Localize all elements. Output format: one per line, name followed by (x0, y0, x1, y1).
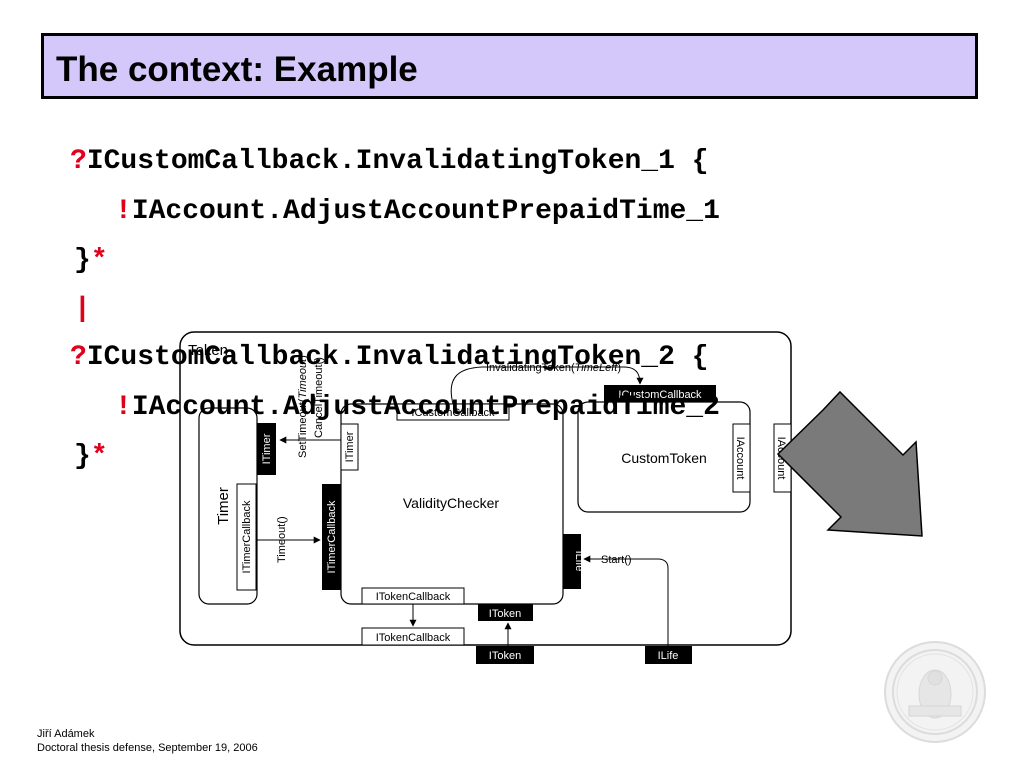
code-text: ICustomCallback.InvalidatingToken_2 { (86, 342, 709, 373)
custom-token-label: CustomToken (621, 450, 707, 466)
vc-itimercallback-port-label: ITimerCallback (326, 500, 338, 573)
code-line-6: !IAccount.AdjustAccountPrepaidTime_2 (115, 392, 720, 424)
code-text: IAccount.AdjustAccountPrepaidTime_2 (131, 392, 720, 423)
canceltimeout-label: CancelTimeout() (313, 357, 325, 438)
vc-icustomcallback-port-label: ICustomCallback (411, 407, 495, 419)
required-marker: ! (115, 196, 132, 227)
timeout-label: Timeout() (276, 516, 288, 563)
settimeout-label: SetTimeout(Timeout) (297, 355, 309, 458)
code-line-5: ?ICustomCallback.InvalidatingToken_2 { (70, 342, 709, 374)
code-line-3: }* (74, 245, 108, 277)
down-right-arrow-icon (776, 390, 923, 537)
university-seal-icon (884, 641, 986, 743)
code-line-1: ?ICustomCallback.InvalidatingToken_1 { (70, 146, 709, 178)
timer-itimercallback-port (236, 483, 257, 591)
vc-ilife-port (563, 534, 581, 589)
start-connector (583, 555, 669, 646)
outer-itokencallback-port (361, 627, 465, 646)
ct-iaccount-port (732, 423, 751, 493)
code-line-4: | (74, 294, 91, 326)
footer-event: Doctoral thesis defense, September 19, 2… (37, 742, 258, 754)
outer-itoken-port-label: IToken (489, 650, 521, 662)
code-text: ICustomCallback.InvalidatingToken_1 { (86, 146, 709, 177)
outer-ilife-port (645, 646, 692, 664)
optional-marker: ? (70, 342, 87, 373)
start-label: Start() (601, 554, 632, 566)
code-text: } (74, 441, 91, 472)
title-bar: The context: Example (41, 33, 978, 99)
invalidating-label: InvalidatingToken(TimeLeft) (486, 362, 621, 374)
page-title: The context: Example (56, 50, 418, 89)
code-text: IAccount.AdjustAccountPrepaidTime_1 (131, 196, 720, 227)
vc-itokencallback-port-label: ITokenCallback (376, 591, 451, 603)
outer-itokencallback-port-label: ITokenCallback (376, 632, 451, 644)
vc-ilife-port-label: ILife (573, 551, 585, 572)
vc-itimer-port-label: ITimer (344, 431, 356, 462)
vc-itimer-port (340, 423, 359, 471)
ct-icustomcallback-port (604, 385, 716, 402)
invalidating-connector (450, 366, 644, 405)
vc-itoken-port (478, 604, 533, 621)
code-text: } (74, 245, 91, 276)
repeat-marker: * (90, 441, 108, 472)
timer-itimer-port-label: ITimer (261, 433, 273, 464)
optional-marker: ? (70, 146, 87, 177)
timer-itimer-port (257, 423, 276, 475)
ct-iaccount-port-label: IAccount (734, 437, 746, 480)
validity-checker-label: ValidityChecker (403, 495, 500, 511)
repeat-marker: * (90, 245, 108, 276)
code-line-7: }* (74, 441, 108, 473)
vc-itimercallback-port (322, 484, 341, 590)
vc-itoken-port-label: IToken (489, 608, 521, 620)
required-marker: ! (115, 392, 132, 423)
timer-itimercallback-port-label: ITimerCallback (241, 500, 253, 573)
footer-author: Jiří Adámek (37, 728, 95, 740)
outer-itoken-port (476, 646, 534, 664)
outer-ilife-port-label: ILife (658, 650, 679, 662)
code-line-2: !IAccount.AdjustAccountPrepaidTime_1 (115, 196, 720, 228)
token-container-label: Token (188, 342, 228, 359)
timer-label: Timer (215, 487, 232, 525)
alternative-marker: | (74, 294, 91, 325)
ct-icustomcallback-port-label: ICustomCallback (618, 389, 702, 401)
